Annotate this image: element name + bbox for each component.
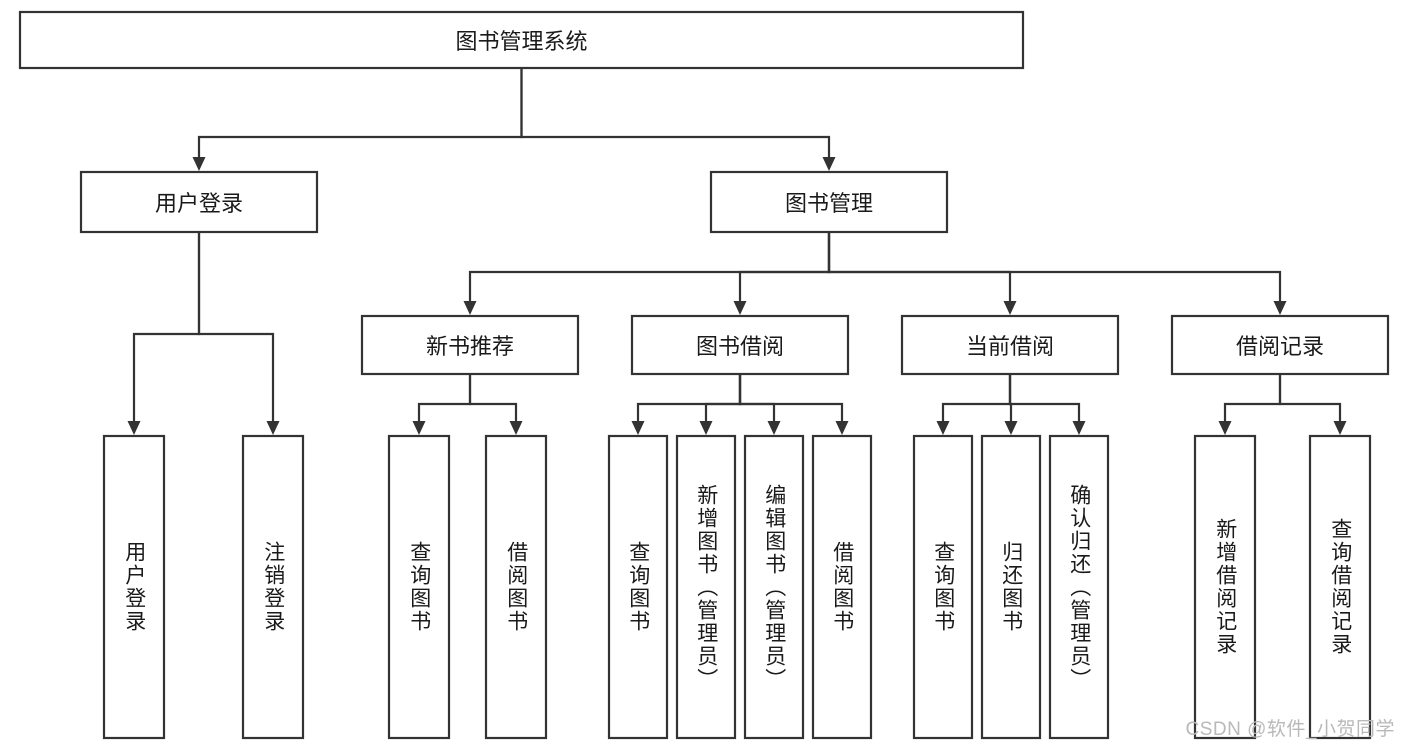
node-box-current-borrow[interactable]: [900, 314, 1120, 376]
node-box-root[interactable]: [18, 10, 1025, 70]
node-box-leaf-logout[interactable]: [241, 434, 305, 740]
connector-line: [738, 374, 776, 421]
arrow-head-icon: [509, 421, 523, 435]
connector-layer: [127, 68, 1347, 435]
node-box-leaf-add-borrow-record[interactable]: [1193, 434, 1257, 740]
arrow-head-icon: [767, 421, 781, 435]
node-box-leaf-borrow-book-recommend[interactable]: [484, 434, 548, 740]
node-box-leaf-query-book-current[interactable]: [912, 434, 974, 740]
connector-line: [197, 68, 523, 157]
arrow-head-icon: [631, 421, 645, 435]
arrow-head-icon: [463, 301, 477, 315]
arrow-head-icon: [412, 421, 426, 435]
arrow-head-icon: [1218, 421, 1232, 435]
node-box-book-manage[interactable]: [709, 170, 949, 234]
connector-line: [636, 374, 742, 421]
arrow-head-icon: [733, 301, 747, 315]
arrow-head-icon: [1333, 421, 1347, 435]
node-box-leaf-query-book-borrow[interactable]: [607, 434, 669, 740]
arrow-head-icon: [822, 157, 836, 171]
node-box-leaf-add-book[interactable]: [675, 434, 737, 740]
connector-line: [827, 232, 1282, 301]
connector-line: [1008, 374, 1081, 421]
arrow-head-icon: [192, 157, 206, 171]
connector-line: [704, 374, 742, 421]
connector-line: [1223, 374, 1282, 421]
node-box-new-book-recommend[interactable]: [360, 314, 580, 376]
arrow-head-icon: [1003, 301, 1017, 315]
arrow-head-icon: [266, 421, 280, 435]
connector-line: [197, 232, 275, 421]
arrow-head-icon: [127, 421, 141, 435]
node-box-book-borrow[interactable]: [630, 314, 850, 376]
arrow-head-icon: [1072, 421, 1086, 435]
connector-line: [132, 232, 201, 421]
connector-line: [827, 232, 1012, 301]
connector-line: [520, 68, 831, 157]
watermark-text: CSDN @软件_小贺同学: [1185, 719, 1395, 740]
connector-line: [468, 374, 518, 421]
node-box-leaf-user-login[interactable]: [102, 434, 166, 740]
connector-line: [417, 374, 472, 421]
node-box-user-login[interactable]: [79, 170, 319, 234]
node-box-leaf-confirm-return[interactable]: [1048, 434, 1110, 740]
arrow-head-icon: [1273, 301, 1287, 315]
connector-line: [738, 232, 831, 301]
node-box-leaf-edit-book[interactable]: [743, 434, 805, 740]
node-box-leaf-return-book[interactable]: [980, 434, 1042, 740]
node-box-layer: [18, 10, 1390, 740]
arrow-head-icon: [699, 421, 713, 435]
node-box-borrow-record[interactable]: [1170, 314, 1390, 376]
node-box-leaf-query-book-recommend[interactable]: [387, 434, 451, 740]
connector-line: [1278, 374, 1342, 421]
connector-line: [468, 232, 831, 301]
node-box-leaf-query-borrow-record[interactable]: [1308, 434, 1372, 740]
arrow-head-icon: [835, 421, 849, 435]
connector-line: [738, 374, 844, 421]
node-box-leaf-borrow-book[interactable]: [811, 434, 873, 740]
connector-line: [941, 374, 1012, 421]
arrow-head-icon: [1004, 421, 1018, 435]
arrow-head-icon: [936, 421, 950, 435]
